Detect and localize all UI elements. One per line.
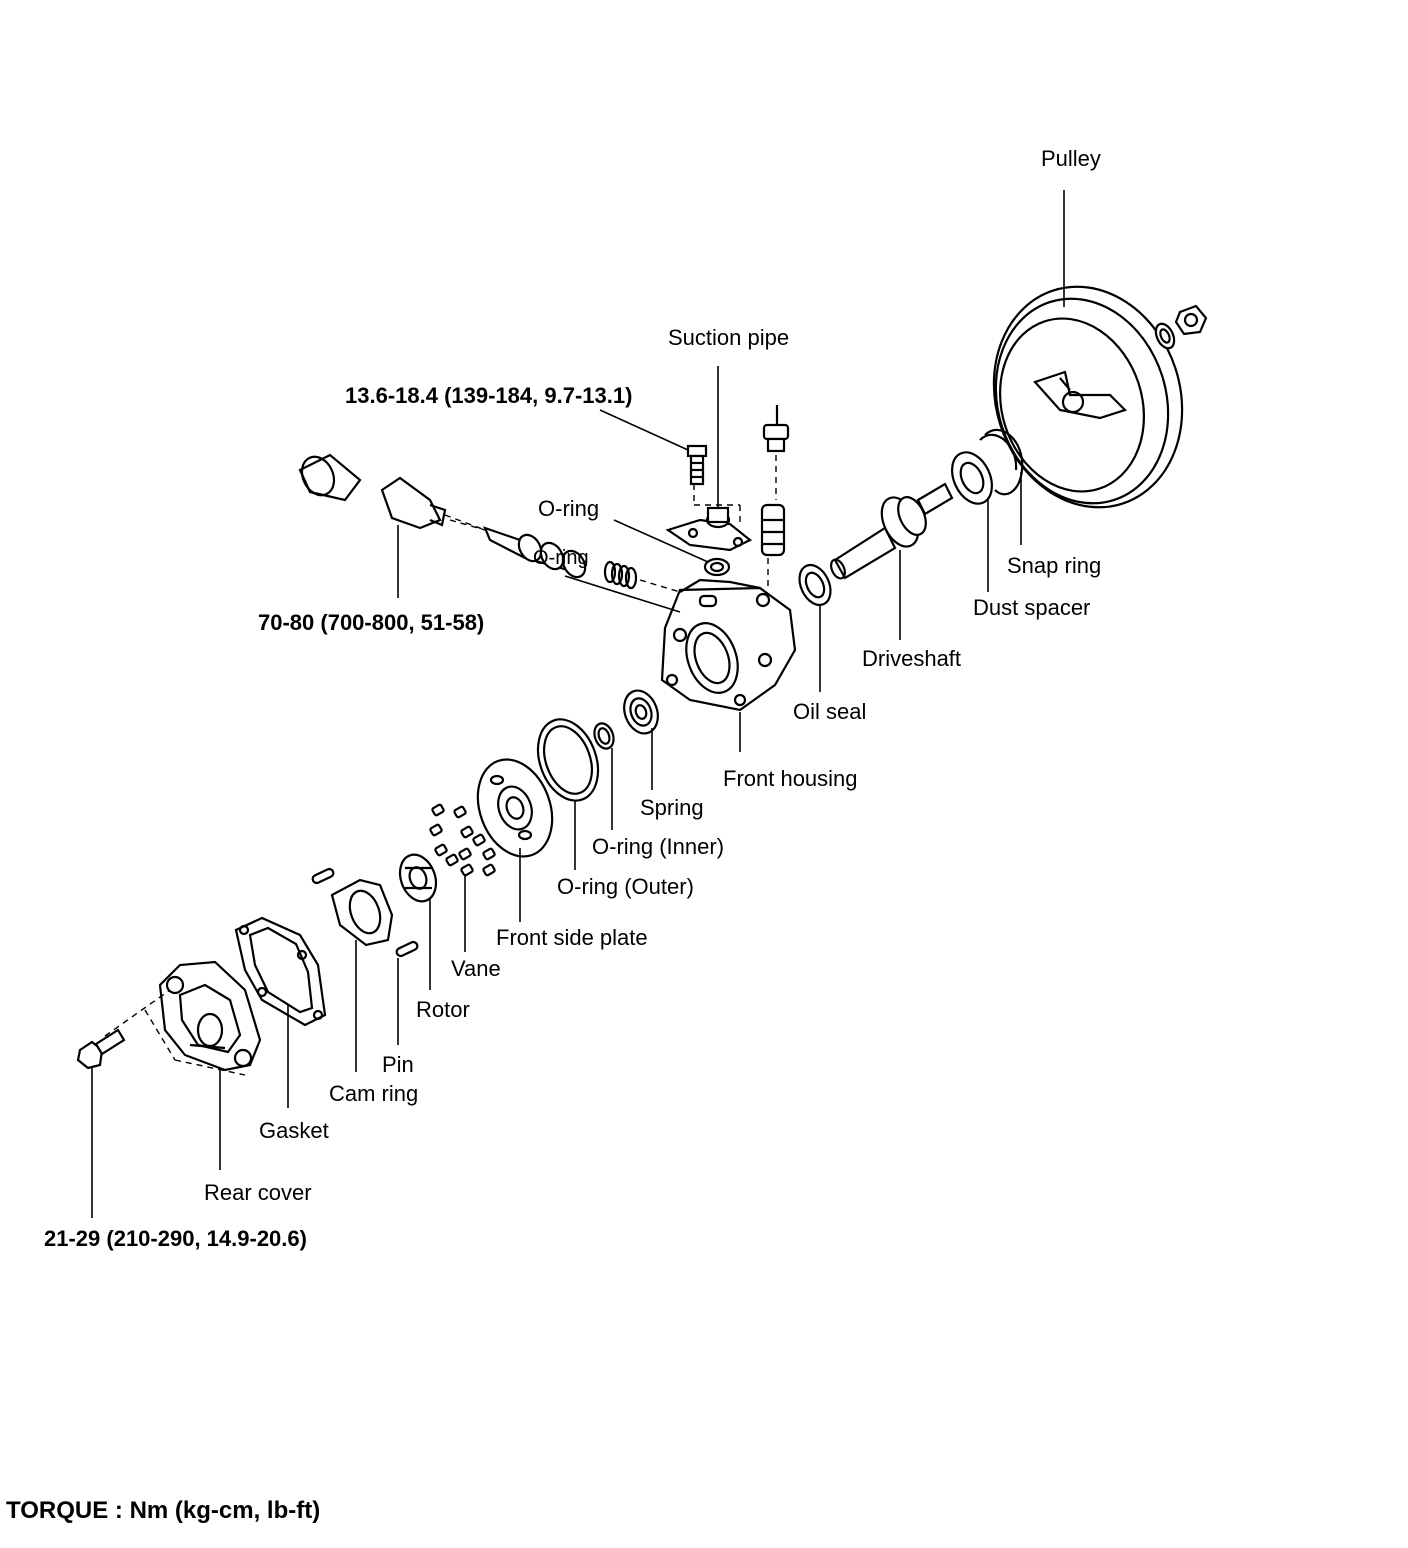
connector-fitting-part (298, 453, 447, 530)
front-housing-part (660, 578, 797, 712)
label-pin: Pin (382, 1052, 414, 1077)
suction-bolt (686, 444, 708, 486)
pin-upper-part (311, 867, 335, 885)
driveshaft-part (830, 482, 954, 580)
rotor-part (398, 853, 438, 903)
pulley-nut (1154, 304, 1208, 350)
label-pulley: Pulley (1041, 146, 1101, 171)
rear-bolt-part (76, 1028, 126, 1070)
front-side-plate-part (476, 758, 554, 858)
label-torque-connector: 70-80 (700-800, 51-58) (258, 610, 485, 635)
label-o-ring-inner: O-ring (Inner) (592, 834, 725, 859)
dust-spacer-part (950, 451, 994, 505)
pin-lower-part (395, 940, 419, 958)
label-o-ring: O-ring (538, 496, 600, 521)
suction-pipe-part (665, 484, 753, 552)
upper-fitting-part (760, 405, 790, 590)
label-snap-ring: Snap ring (1007, 553, 1102, 578)
label-torque-suction: 13.6-18.4 (139-184, 9.7-13.1) (345, 383, 633, 408)
label-front-housing: Front housing (723, 766, 858, 791)
oil-seal-part (798, 563, 832, 607)
o-ring-outer-part (536, 718, 600, 802)
pulley-part (992, 285, 1184, 509)
vanes-part (429, 803, 496, 877)
gasket-part (234, 916, 327, 1027)
label-oil-seal: Oil seal (793, 699, 867, 724)
label-o-ring-outer: O-ring (Outer) (557, 874, 694, 899)
valve-spring-part (603, 560, 638, 590)
torque-units-legend: TORQUE : Nm (kg-cm, lb-ft) (6, 1497, 321, 1524)
label-rear-cover: Rear cover (204, 1180, 312, 1205)
label-cam-ring: Cam ring (329, 1081, 419, 1106)
snap-ring-part (979, 428, 1024, 496)
rear-cover-part (158, 960, 262, 1072)
label-suction-pipe: Suction pipe (668, 325, 790, 350)
valve-spool-part (483, 526, 587, 579)
label-dust-spacer: Dust spacer (973, 595, 1091, 620)
o-ring-inner-part (593, 722, 615, 750)
label-o-ring-partial: O-ring (533, 547, 589, 569)
label-driveshaft: Driveshaft (862, 646, 962, 671)
spring-part (623, 689, 659, 735)
label-vane: Vane (451, 956, 501, 981)
label-spring: Spring (640, 795, 704, 820)
label-front-side-plate: Front side plate (496, 925, 648, 950)
cam-ring-part (330, 878, 394, 947)
label-rotor: Rotor (416, 997, 470, 1022)
label-torque-rear: 21-29 (210-290, 14.9-20.6) (44, 1226, 307, 1251)
label-gasket: Gasket (259, 1118, 329, 1143)
o-ring-upper-part (703, 557, 731, 577)
